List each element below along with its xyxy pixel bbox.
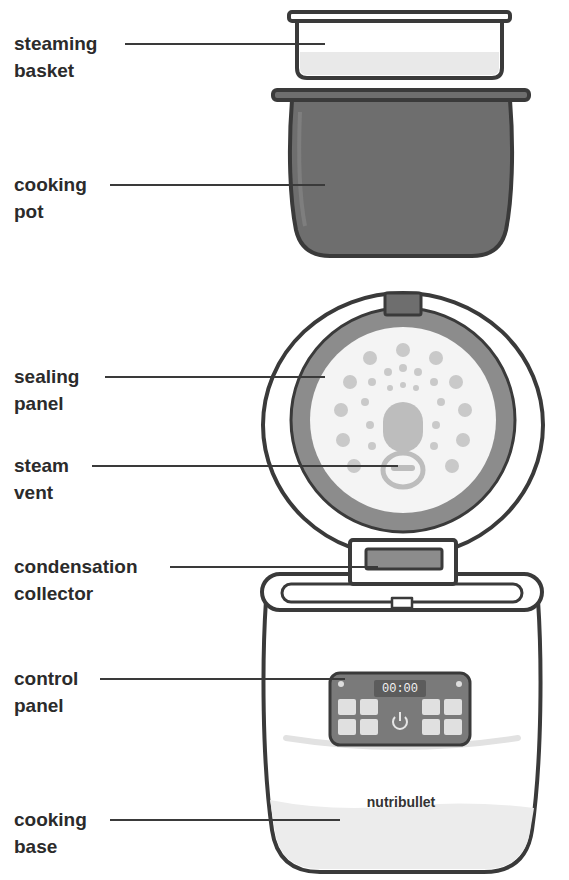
part-label: control panel <box>14 665 78 719</box>
part-label: sealing panel <box>14 363 79 417</box>
display-readout: 00:00 <box>382 682 418 696</box>
part-label: steam vent <box>14 452 69 506</box>
brand-name: nutribullet <box>367 793 435 811</box>
part-label: condensation collector <box>14 553 138 607</box>
part-label: steaming basket <box>14 30 97 84</box>
part-label: cooking pot <box>14 171 87 225</box>
part-label: cooking base <box>14 806 87 860</box>
